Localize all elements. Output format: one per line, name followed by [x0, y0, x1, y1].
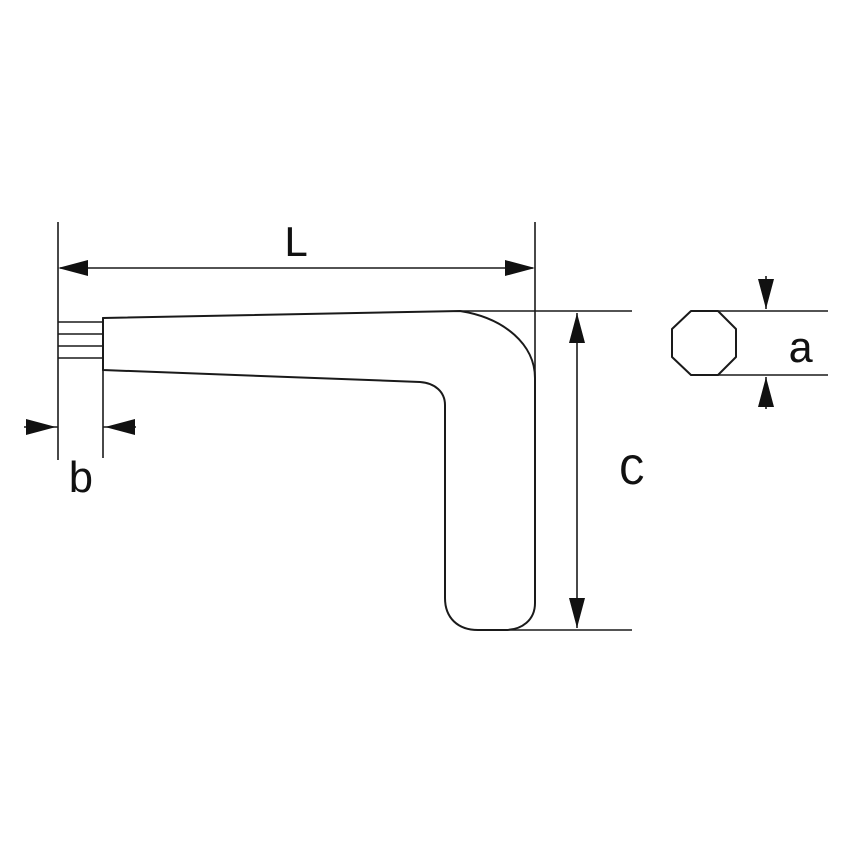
arrow-left-into-tip-icon — [105, 419, 135, 435]
dimension-tip: b — [24, 370, 136, 506]
dimension-height: C — [460, 310, 645, 631]
arrow-up-icon — [569, 313, 585, 343]
tip-end — [58, 321, 103, 359]
tip-label: b — [68, 456, 94, 506]
arrow-down-to-flat-icon — [758, 279, 774, 309]
length-label: L — [283, 220, 309, 270]
arrow-left-icon — [58, 260, 88, 276]
key-outline — [102, 310, 536, 631]
arrow-right-into-tip-icon — [26, 419, 56, 435]
arrow-up-to-flat-icon — [758, 377, 774, 407]
dimension-length: L — [57, 220, 536, 460]
arrow-down-icon — [569, 598, 585, 628]
cross-section: a — [671, 276, 828, 409]
octagon-section-icon — [671, 310, 737, 376]
height-label: C — [619, 448, 645, 498]
key-body — [58, 310, 536, 631]
arrow-right-icon — [505, 260, 535, 276]
across-flats-label: a — [788, 326, 814, 376]
